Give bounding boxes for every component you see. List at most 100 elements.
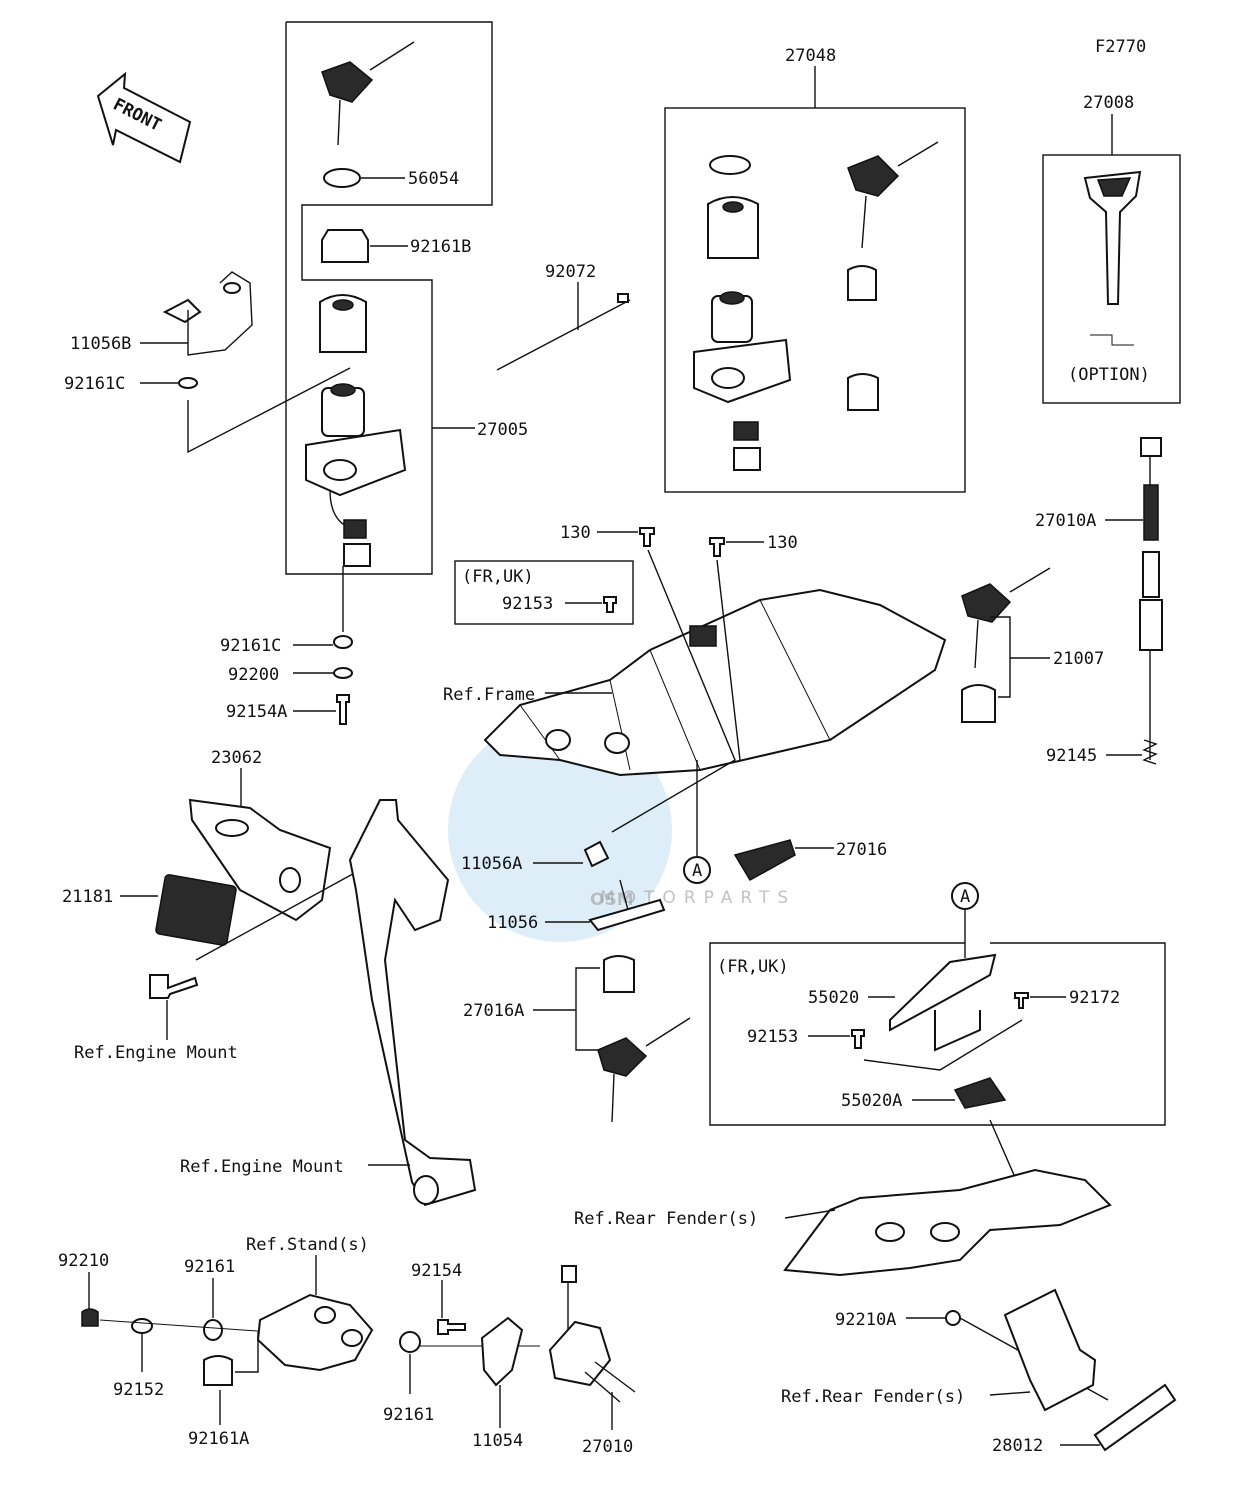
part-21181-label: 21181 <box>62 887 113 907</box>
bolt-130-b <box>709 537 725 557</box>
lock-set-27048-group: 27048 <box>664 46 966 493</box>
part-27005-label: 27005 <box>477 420 528 440</box>
bracket-23062: 23062 21181 <box>62 748 361 961</box>
front-arrow: FRONT <box>96 71 192 164</box>
collar-92161-b <box>399 1331 421 1353</box>
part-11054-label: 11054 <box>472 1431 523 1451</box>
ignition-switch-27005-group: 56054 92161B 27005 <box>285 21 528 632</box>
part-92153-a-label: 92153 <box>502 594 553 614</box>
washer-92161C-a <box>178 377 198 389</box>
rear-frame: Ref.Frame <box>443 588 947 777</box>
engine-mount-stay: Ref.Engine Mount <box>180 799 477 1207</box>
part-27010A-label: 27010A <box>1035 511 1096 531</box>
part-92161C-b-label: 92161C <box>220 636 281 656</box>
part-92172-label: 92172 <box>1069 988 1120 1008</box>
option-note: (OPTION) <box>1068 365 1150 385</box>
part-27048-label: 27048 <box>785 46 836 66</box>
part-27008-label: 27008 <box>1083 93 1134 113</box>
collar-92161A <box>203 1355 233 1386</box>
lock-21007: 21007 <box>961 567 1104 723</box>
stand-bracket <box>256 1293 374 1372</box>
bracket-11056B: 11056B <box>70 271 253 356</box>
bracket-11056 <box>588 898 666 932</box>
washer-92152 <box>131 1318 153 1334</box>
part-92145-label: 92145 <box>1046 746 1097 766</box>
reflector-28012 <box>1093 1383 1177 1452</box>
ref-stand-label: Ref.Stand(s) <box>246 1235 369 1255</box>
washer-92161C-b <box>333 635 353 649</box>
collar-92161 <box>203 1319 223 1341</box>
part-92153-b-label: 92153 <box>747 1027 798 1047</box>
part-11056B-label: 11056B <box>70 334 131 354</box>
ref-rear-fender-b-label: Ref.Rear Fender(s) <box>781 1387 965 1407</box>
bolt-92154A <box>336 694 350 725</box>
part-92154-label: 92154 <box>411 1261 462 1281</box>
ref-rear-fender-a-label: Ref.Rear Fender(s) <box>574 1209 758 1229</box>
part-11056A-label: 11056A <box>461 854 522 874</box>
ref-engine-mount-b-label: Ref.Engine Mount <box>180 1157 344 1177</box>
fr-uk-note-a: (FR,UK) <box>462 567 534 587</box>
part-92210-label: 92210 <box>58 1251 109 1271</box>
part-130-a-label: 130 <box>560 523 591 543</box>
part-55020A-label: 55020A <box>841 1091 902 1111</box>
bolt-92154 <box>437 1319 466 1335</box>
ref-frame-label: Ref.Frame <box>443 685 535 705</box>
part-92161-b-label: 92161 <box>383 1405 434 1425</box>
part-55020-label: 55020 <box>808 988 859 1008</box>
bolt-130-a <box>639 527 655 547</box>
cap-55020A <box>953 1077 1007 1109</box>
lock-27016A: 27016A <box>463 955 691 1123</box>
part-28012-label: 28012 <box>992 1436 1043 1456</box>
part-92161B-label: 92161B <box>410 237 471 257</box>
part-92161-a-label: 92161 <box>184 1257 235 1277</box>
fr-uk-note-b: (FR,UK) <box>717 957 789 977</box>
part-92072-label: 92072 <box>545 262 596 282</box>
key-blank-27008-group: 27008 (OPTION) <box>1042 93 1181 404</box>
ref-engine-mount-a-label: Ref.Engine Mount <box>74 1043 238 1063</box>
plate-11054 <box>480 1316 524 1387</box>
washer-56054 <box>323 168 361 188</box>
switch-body-icon <box>305 383 407 567</box>
part-56054-label: 56054 <box>408 169 459 189</box>
callout-a-1-letter: A <box>692 861 702 881</box>
bolt-engine-mount <box>149 974 199 999</box>
washer-92200 <box>333 667 353 679</box>
part-27016A-label: 27016A <box>463 1001 524 1021</box>
bolt-92153-a <box>603 596 617 613</box>
callout-a-1 <box>683 856 711 884</box>
part-23062-label: 23062 <box>211 748 262 768</box>
part-92161A-label: 92161A <box>188 1429 249 1449</box>
key-blank-icon <box>1083 170 1142 305</box>
cap-92210 <box>81 1308 99 1327</box>
figure-code: F2770 <box>1095 37 1146 57</box>
part-130-b-label: 130 <box>767 533 798 553</box>
cable-tie-92072: 92072 <box>496 262 631 371</box>
watermark-sub: MOTORPARTS <box>600 888 796 908</box>
switch-27010A: 27010A 92145 <box>1035 437 1163 766</box>
bolt-92153-b <box>851 1029 865 1049</box>
license-bracket <box>1003 1288 1097 1412</box>
part-92152-label: 92152 <box>113 1380 164 1400</box>
part-27010-label: 27010 <box>582 1437 633 1457</box>
part-92161C-a-label: 92161C <box>64 374 125 394</box>
rear-fender: Ref.Rear Fender(s) <box>574 1168 1112 1277</box>
fr-uk-box-b <box>709 942 1166 1126</box>
switch-27010 <box>548 1265 636 1403</box>
part-21007-label: 21007 <box>1053 649 1104 669</box>
nut-92210A <box>945 1310 961 1326</box>
clip-11056A <box>583 840 610 868</box>
part-92210A-label: 92210A <box>835 1310 896 1330</box>
watermark-main: OSM <box>590 890 634 910</box>
bracket-55020 <box>889 953 997 1032</box>
fr-uk-box-a <box>454 560 634 625</box>
bracket-27016 <box>733 839 796 882</box>
stand-switch-assembly: 92210 92152 92161 92161A Ref.Stand(s) 92… <box>58 1235 636 1457</box>
collar-92161B <box>321 229 369 263</box>
part-92200-label: 92200 <box>228 665 279 685</box>
callout-a-2-letter: A <box>960 887 970 907</box>
part-92154A-label: 92154A <box>226 702 287 722</box>
part-27016-label: 27016 <box>836 840 887 860</box>
callout-a-2 <box>951 882 979 910</box>
screw-92172 <box>1014 992 1029 1009</box>
